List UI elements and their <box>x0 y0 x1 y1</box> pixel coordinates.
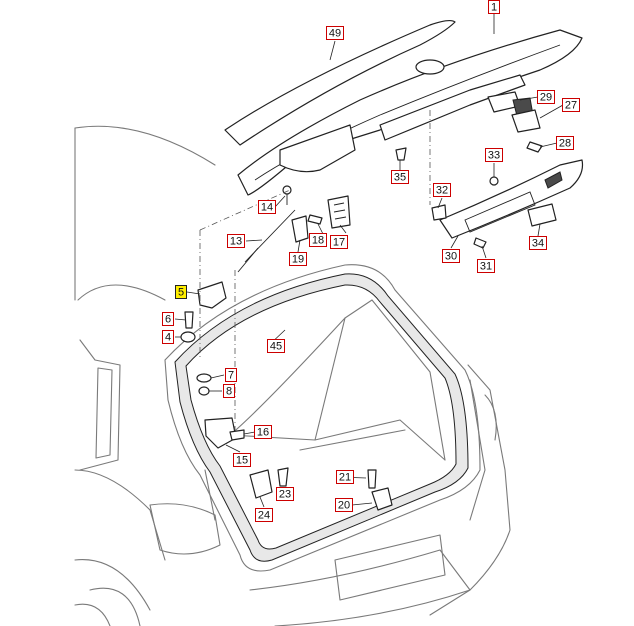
vehicle-body-outline <box>74 125 511 626</box>
callout-number: 27 <box>565 100 577 112</box>
callout-number: 24 <box>258 510 270 522</box>
callout-box <box>336 470 354 484</box>
callout-number: 23 <box>279 489 291 501</box>
callout-box <box>267 339 285 353</box>
callout-8: 8 <box>223 384 235 398</box>
callout-box <box>330 235 348 249</box>
callout-number: 4 <box>165 332 171 344</box>
callout-box <box>276 487 294 501</box>
callout-box <box>162 330 174 344</box>
callout-number: 18 <box>312 235 324 247</box>
callout-13: 13 <box>227 234 245 248</box>
callout-45: 45 <box>267 339 285 353</box>
seal-part-45 <box>174 273 469 562</box>
callout-34: 34 <box>529 236 547 250</box>
callout-number: 33 <box>488 150 500 162</box>
callout-number: 20 <box>338 500 350 512</box>
trunk-opening <box>164 264 481 572</box>
callout-box <box>223 384 235 398</box>
callout-box <box>225 368 237 382</box>
callout-box <box>233 453 251 467</box>
callout-14: 14 <box>258 200 276 214</box>
callout-7: 7 <box>225 368 237 382</box>
callout-box <box>326 26 344 40</box>
callout-number: 7 <box>228 370 234 382</box>
callout-number: 6 <box>165 314 171 326</box>
callout-30: 30 <box>442 249 460 263</box>
callout-1: 1 <box>488 0 500 14</box>
callout-number: 1 <box>491 2 497 14</box>
callout-49: 49 <box>326 26 344 40</box>
callout-number: 13 <box>230 236 242 248</box>
callout-20: 20 <box>335 498 353 512</box>
callout-5: 5 <box>175 285 187 299</box>
callout-box <box>227 234 245 248</box>
callout-16: 16 <box>254 425 272 439</box>
callout-number: 28 <box>559 138 571 150</box>
callout-18: 18 <box>309 233 327 247</box>
callout-box <box>289 252 307 266</box>
callout-15: 15 <box>233 453 251 467</box>
callout-number: 49 <box>329 28 341 40</box>
callout-box <box>175 285 187 299</box>
callout-32: 32 <box>433 183 451 197</box>
callout-number: 45 <box>270 341 282 353</box>
callout-27: 27 <box>562 98 580 112</box>
callout-box <box>442 249 460 263</box>
callout-24: 24 <box>255 508 273 522</box>
callout-box <box>391 170 409 184</box>
callout-number: 29 <box>540 92 552 104</box>
callout-35: 35 <box>391 170 409 184</box>
callout-box <box>433 183 451 197</box>
small-parts <box>180 91 557 511</box>
callout-box <box>335 498 353 512</box>
callout-31: 31 <box>477 259 495 273</box>
tailgate-part-1 <box>224 19 583 196</box>
callout-box <box>477 259 495 273</box>
callout-number: 8 <box>226 386 232 398</box>
callout-labels: 1 49 29 27 28 33 35 32 30 31 34 14 13 18 17 19 5 6 4 45 7 8 16… <box>162 0 580 522</box>
callout-box <box>162 312 174 326</box>
callout-number: 17 <box>333 237 345 249</box>
callout-box <box>556 136 574 150</box>
assembly-lines <box>199 110 431 430</box>
callout-number: 19 <box>292 254 304 266</box>
callout-number: 15 <box>236 455 248 467</box>
spoiler-part-49 <box>224 19 456 146</box>
leader-lines <box>174 14 564 508</box>
callout-23: 23 <box>276 487 294 501</box>
callout-number: 34 <box>532 238 544 250</box>
callout-number: 5 <box>178 287 184 299</box>
callout-19: 19 <box>289 252 307 266</box>
callout-6: 6 <box>162 312 174 326</box>
callout-number: 14 <box>261 202 273 214</box>
callout-box <box>254 425 272 439</box>
callout-29: 29 <box>537 90 555 104</box>
callout-21: 21 <box>336 470 354 484</box>
callout-box <box>255 508 273 522</box>
callout-box <box>485 148 503 162</box>
trim-part-30 <box>439 159 584 239</box>
callout-17: 17 <box>330 235 348 249</box>
callout-box <box>529 236 547 250</box>
callout-number: 16 <box>257 427 269 439</box>
callout-number: 21 <box>339 472 351 484</box>
callout-box <box>258 200 276 214</box>
callout-number: 32 <box>436 185 448 197</box>
callout-box <box>562 98 580 112</box>
callout-box <box>537 90 555 104</box>
callout-4: 4 <box>162 330 174 344</box>
callout-number: 35 <box>394 172 406 184</box>
callout-number: 31 <box>480 261 492 273</box>
callout-box <box>488 0 500 14</box>
callout-number: 30 <box>445 251 457 263</box>
callout-28: 28 <box>556 136 574 150</box>
callout-box <box>309 233 327 247</box>
callout-33: 33 <box>485 148 503 162</box>
